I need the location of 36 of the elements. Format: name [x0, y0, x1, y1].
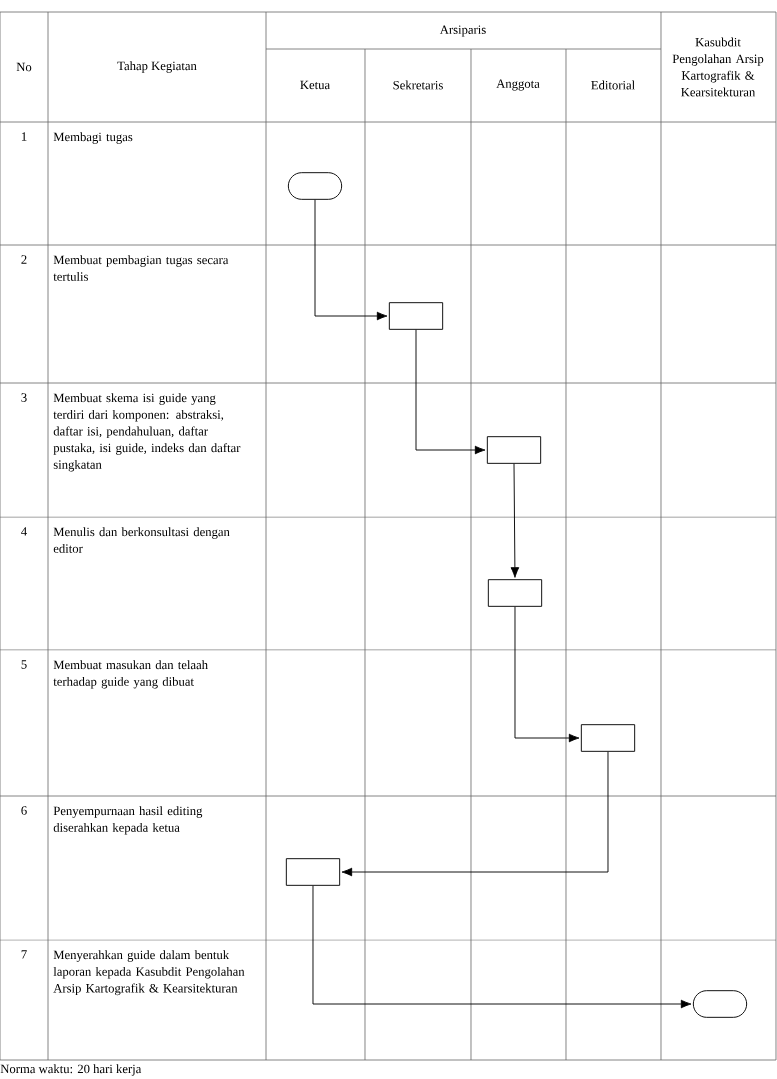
column-header: No: [16, 62, 32, 72]
activity-text: Membuat pembagian tugas secara tertulis: [53, 255, 229, 281]
row-number: 5: [21, 660, 27, 669]
row-number: 2: [21, 255, 27, 264]
column-header: Tahap Kegiatan: [117, 61, 197, 73]
activity-text: Membuat masukan dan telaah terhadap guide yang dibuat: [53, 660, 208, 689]
row-number: 4: [21, 527, 27, 536]
arrow: [314, 199, 388, 321]
activity-text: Menulis dan berkonsultasi dengan editor: [53, 527, 230, 553]
column-header: Kasubdit Pengolahan Arsip Kartografik & Kearsitekturan: [672, 37, 764, 97]
arrow: [514, 606, 580, 743]
column-header: Anggota: [496, 79, 540, 91]
column-header: Editorial: [591, 80, 635, 90]
activity-text: Menyerahkan guide dalam bentuk laporan kepada Kasubdit Pengolahan Arsip Kartografik & Kearsitekturan: [53, 950, 245, 996]
process-box: [388, 302, 444, 330]
row-number: 1: [21, 132, 27, 141]
process-box: [487, 579, 543, 607]
arrow: [415, 329, 486, 455]
column-header: Arsiparis: [439, 25, 486, 37]
row-number: 7: [21, 950, 27, 959]
arrow: [510, 463, 520, 578]
terminator-shape: [692, 990, 748, 1018]
row-number: 6: [21, 806, 27, 815]
process-box: [486, 436, 542, 464]
arrow: [312, 885, 692, 1009]
row-number: 3: [21, 393, 27, 402]
terminator-shape: [287, 172, 343, 200]
activity-text: Penyempurnaan hasil editing diserahkan kepada ketua: [53, 806, 203, 835]
activity-text: Membagi tugas: [53, 132, 133, 144]
activity-text: Membuat skema isi guide yang terdiri dari komponen: abstraksi, daftar isi, pendahuluan, daftar pustaka, isi guide, indeks dan daftar singkatan: [53, 393, 241, 472]
note-text: Norma waktu: 20 hari kerja: [0, 1064, 142, 1076]
column-header: Sekretaris: [393, 80, 443, 90]
process-box: [285, 858, 341, 886]
column-header: Ketua: [300, 80, 330, 90]
process-box: [580, 724, 636, 752]
arrow: [341, 751, 609, 877]
